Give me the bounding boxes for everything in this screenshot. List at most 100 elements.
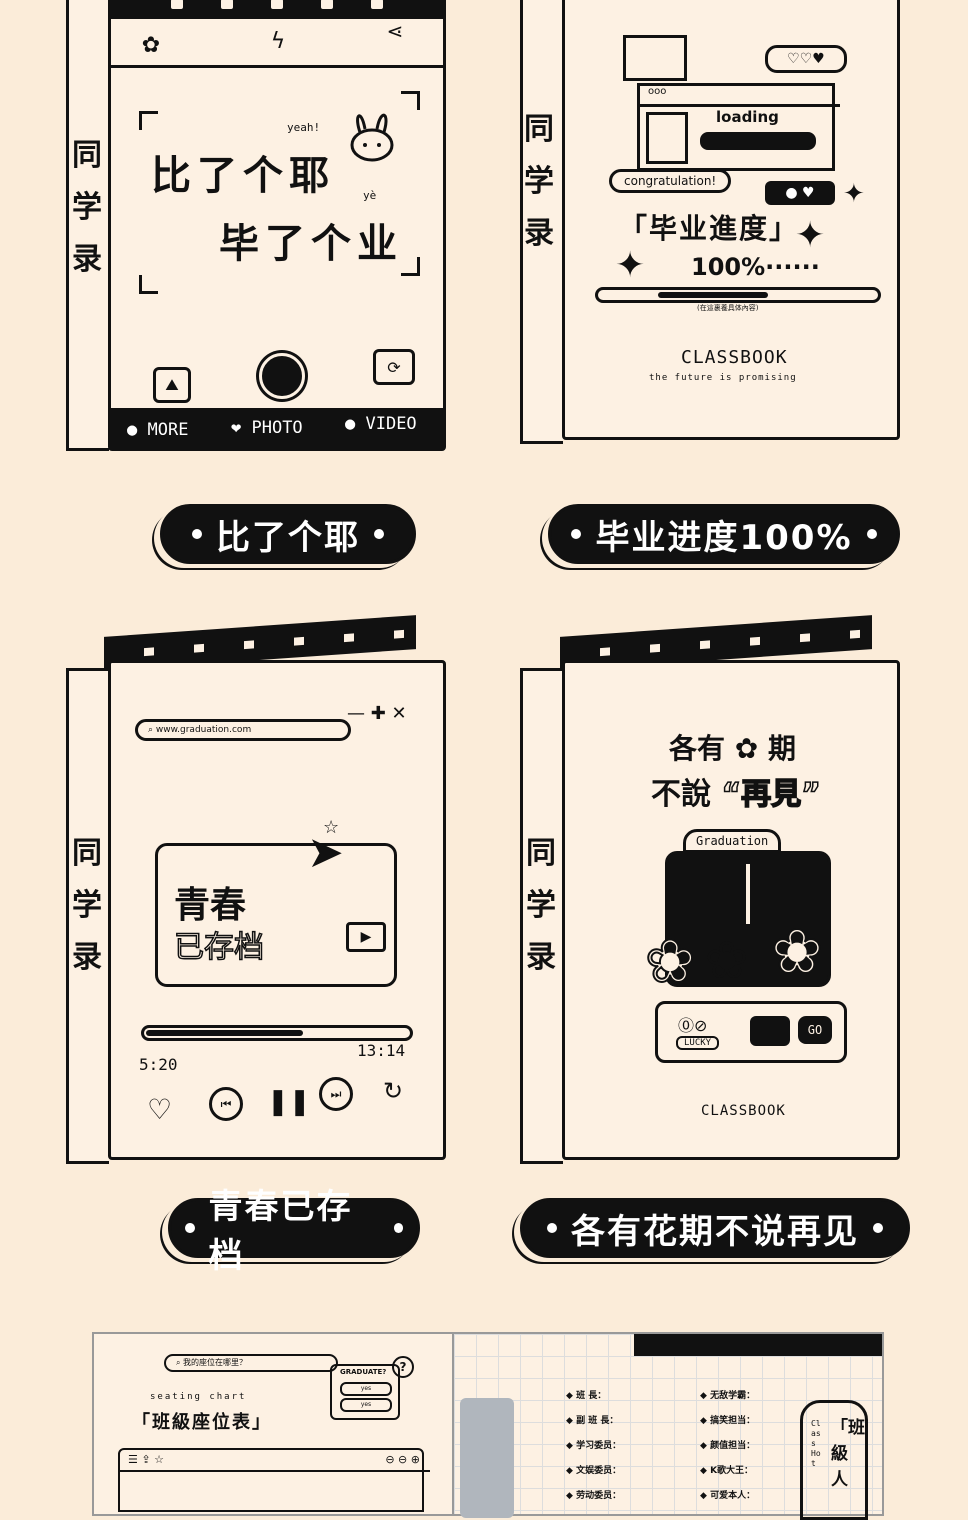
sparkle-icon: ✦: [795, 215, 826, 256]
sparkle-icon: ✦: [615, 245, 646, 286]
viewfinder-divider: [111, 65, 443, 68]
roles-right: ◆ 无敌学霸： ◆ 搞笑担当： ◆ 颜值担当： ◆ K歌大王： ◆ 可爱本人：: [700, 1384, 755, 1509]
brand-classbook: CLASSBOOK: [701, 1103, 786, 1119]
flower-icon: ❀: [644, 926, 696, 998]
binder-cover-2: ♡♡♥ ooo loading congratulation! ● ♥ ✦ 「毕…: [562, 0, 900, 440]
spine-text: 同学录: [526, 836, 556, 975]
binder-spine: [66, 0, 109, 451]
mode-bar: ● MORE ❤ PHOTO ● VIDEO: [111, 408, 443, 448]
hearts-icon: ♡♡♥: [765, 45, 847, 73]
lucky-label: LUCKY: [676, 1036, 720, 1050]
seating-en: seating chart: [150, 1392, 247, 1402]
go-button[interactable]: GO: [798, 1016, 832, 1044]
progress-value: 100%······: [691, 253, 820, 281]
slogan-line2: 不說 “再見”: [651, 776, 822, 813]
frame-corner: [139, 275, 158, 294]
envelope-icon: [623, 35, 687, 81]
yeah-label: yeah!: [287, 121, 321, 134]
binder-spine: [520, 0, 563, 444]
inner-page-left: ⌕ 我的座位在哪里？ GRADUATE? yes yes ? seating c…: [92, 1332, 456, 1516]
binder-spine: [520, 668, 563, 1164]
film-strip: [111, 0, 443, 19]
seating-window: ☰ ⇪ ☆ ⊖ ⊖ ⊕: [118, 1448, 430, 1512]
mode-more[interactable]: ● MORE: [127, 420, 189, 440]
binder-cover-3: ⌕ www.graduation.com — ✚ ✕ 青春 已存档 ▶ ➤ ☆ …: [108, 660, 446, 1160]
binder-spine: [66, 668, 109, 1164]
role-item: ◆ 搞笑担当：: [700, 1416, 756, 1426]
toggle-icons: ● ♥: [765, 181, 835, 205]
caption-2: 毕业进度100%: [548, 504, 900, 564]
flip-camera-icon[interactable]: ⟳: [373, 349, 415, 385]
spine-text: 同学录: [72, 836, 102, 975]
loading-label: loading: [716, 108, 779, 126]
progress-note: (在這裏養具体內容): [697, 304, 759, 312]
loading-bar: [700, 132, 816, 150]
yes-option[interactable]: yes: [340, 1382, 392, 1396]
paper-plane-icon: ➤: [307, 827, 344, 878]
headline-line2: 毕了个业: [219, 221, 403, 267]
video-subtitle: 已存档: [173, 929, 265, 966]
flower-icon: ✿: [141, 32, 161, 58]
caption-3: 青春已存档: [168, 1187, 420, 1276]
gallery-icon[interactable]: ⛰: [153, 367, 191, 403]
pause-icon[interactable]: ❚❚: [267, 1087, 311, 1117]
spine-text: 同学录: [524, 112, 554, 251]
loading-window: ooo loading: [637, 83, 840, 171]
role-item: ◆ K歌大王：: [700, 1466, 754, 1476]
video-title: 青春: [174, 885, 247, 926]
time-current: 5:20: [139, 1055, 178, 1074]
lightning-icon: ϟ: [270, 28, 286, 54]
brand-classbook: CLASSBOOK: [681, 347, 788, 368]
role-item: ◆ 颜值担当：: [700, 1441, 756, 1451]
heart-icon[interactable]: ♡: [147, 1093, 173, 1126]
claw-machine-window: [665, 851, 831, 987]
flower-icon: ✿: [734, 732, 759, 765]
ring-binder: [460, 1398, 514, 1518]
caption-4: 各有花期不说再见: [520, 1198, 910, 1258]
ye-label: yè: [363, 189, 377, 202]
graduation-badge: Graduation: [683, 829, 782, 853]
joystick[interactable]: [750, 1016, 790, 1046]
time-total: 13:14: [357, 1041, 406, 1060]
spine-text: 同学录: [72, 138, 102, 277]
yes-option[interactable]: yes: [340, 1398, 392, 1412]
role-item: ◆ 班 長：: [566, 1391, 607, 1401]
class-tag: 「班級人 Class Hot: [800, 1400, 868, 1520]
repeat-icon[interactable]: ↻: [383, 1077, 404, 1105]
playback-fill: [146, 1030, 303, 1036]
url-bar: ⌕ www.graduation.com: [135, 719, 351, 741]
frame-corner: [401, 91, 420, 110]
role-item: ◆ 副 班 長：: [566, 1416, 619, 1426]
bunny-icon: [347, 105, 397, 165]
mode-photo[interactable]: ❤ PHOTO: [231, 418, 303, 438]
help-icon[interactable]: ?: [392, 1356, 414, 1378]
mode-video[interactable]: ● VIDEO: [345, 414, 417, 434]
headline-line1: 比了个耶: [151, 153, 335, 199]
graduate-label: GRADUATE?: [340, 1368, 387, 1376]
inner-page-right: ◆ 班 長： ◆ 副 班 長： ◆ 学习委员： ◆ 文娱委员： ◆ 劳动委员： …: [452, 1332, 884, 1520]
binder-cover-4: 各有 ✿ 期 不說 “再見” Graduation ❀ ❀ ❀ ⓪⊘ LUCKY…: [562, 660, 900, 1160]
binder-cover-1: ✿ ϟ ⋖ yeah! 比了个耶 yè 毕了个业 ⛰ ⟳ ● MORE ❤ PH…: [108, 0, 446, 451]
sparkle-icon: ✦: [843, 179, 865, 209]
star-icon: ☆: [323, 817, 340, 838]
previous-icon[interactable]: ⏮: [209, 1087, 243, 1121]
role-item: ◆ 劳动委员：: [566, 1491, 622, 1501]
next-icon[interactable]: ⏭: [319, 1077, 353, 1111]
window-controls: — ✚ ✕: [347, 703, 407, 724]
progress-track: [595, 287, 881, 303]
frame-corner: [401, 257, 420, 276]
video-card: 青春 已存档 ▶: [155, 843, 397, 987]
flower-icon: ❀: [705, 931, 749, 991]
role-item: ◆ 可爱本人：: [700, 1491, 756, 1501]
shutter-button[interactable]: [259, 353, 305, 399]
playback-bar[interactable]: [141, 1025, 413, 1041]
flower-icon: ❀: [770, 914, 824, 989]
progress-title: 「毕业進度」: [619, 212, 800, 245]
seating-title: 「班級座位表」: [132, 1412, 272, 1433]
search-bar[interactable]: ⌕ 我的座位在哪里？: [164, 1354, 338, 1372]
congrats-banner: congratulation!: [609, 169, 732, 193]
caption-1: 比了个耶: [160, 504, 416, 564]
play-icon[interactable]: ▶: [346, 922, 386, 952]
film-strip: [634, 1334, 882, 1356]
class-tag-en: Class Hot: [811, 1419, 821, 1468]
